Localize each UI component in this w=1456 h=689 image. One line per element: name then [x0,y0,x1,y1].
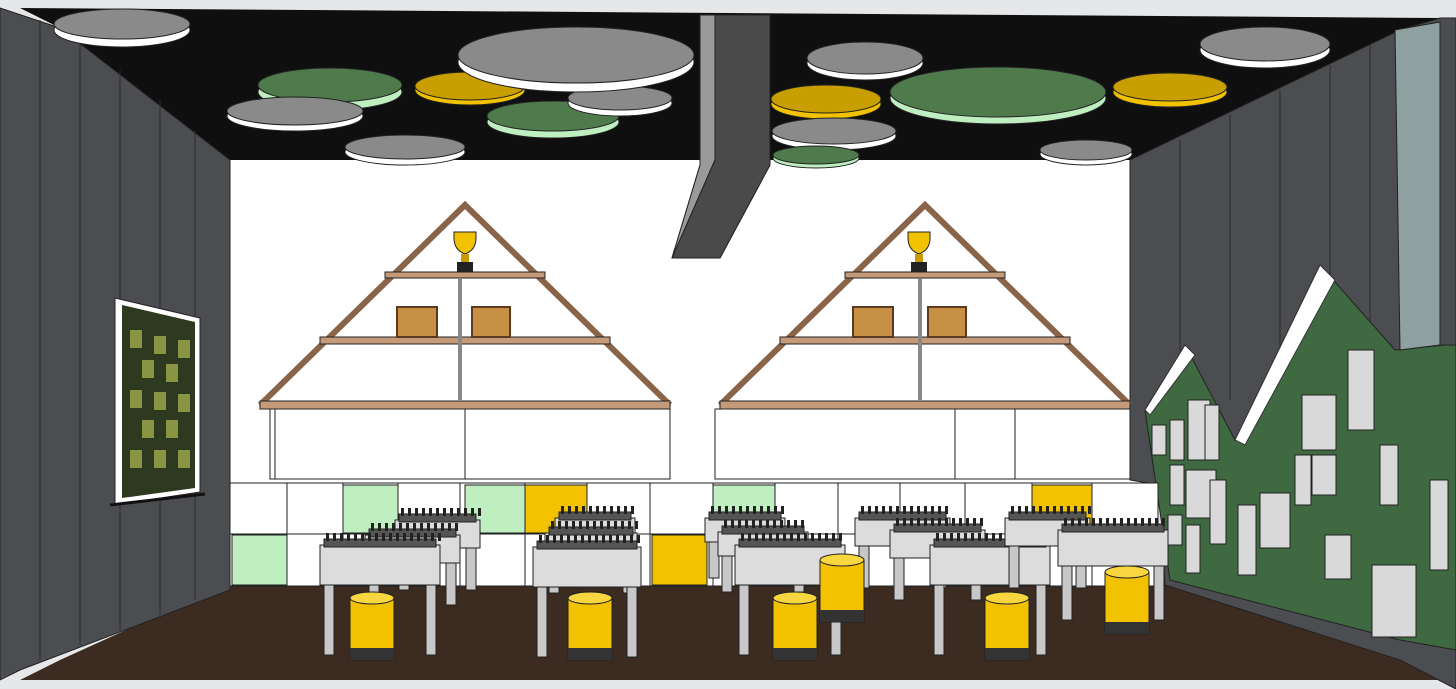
stool [567,591,613,661]
ceiling-duct [671,14,771,259]
triangle-shelf-right [714,200,1133,480]
stool [984,591,1030,661]
chess-table [532,535,642,658]
chess-table [319,533,441,656]
chess-table [1057,518,1169,621]
stool [1104,565,1150,635]
certificates [396,306,967,338]
trophy-icon [907,231,931,272]
trophy-icon [453,231,477,272]
stool [349,591,395,661]
triangle-shelf-left [257,200,673,480]
stool [772,591,818,661]
chess-table [929,533,1051,656]
chess-tables [319,506,1169,661]
ceiling-discs [53,8,1331,169]
stool [819,553,865,623]
wall-chessboard [109,297,206,507]
wall-posters [1151,349,1449,638]
